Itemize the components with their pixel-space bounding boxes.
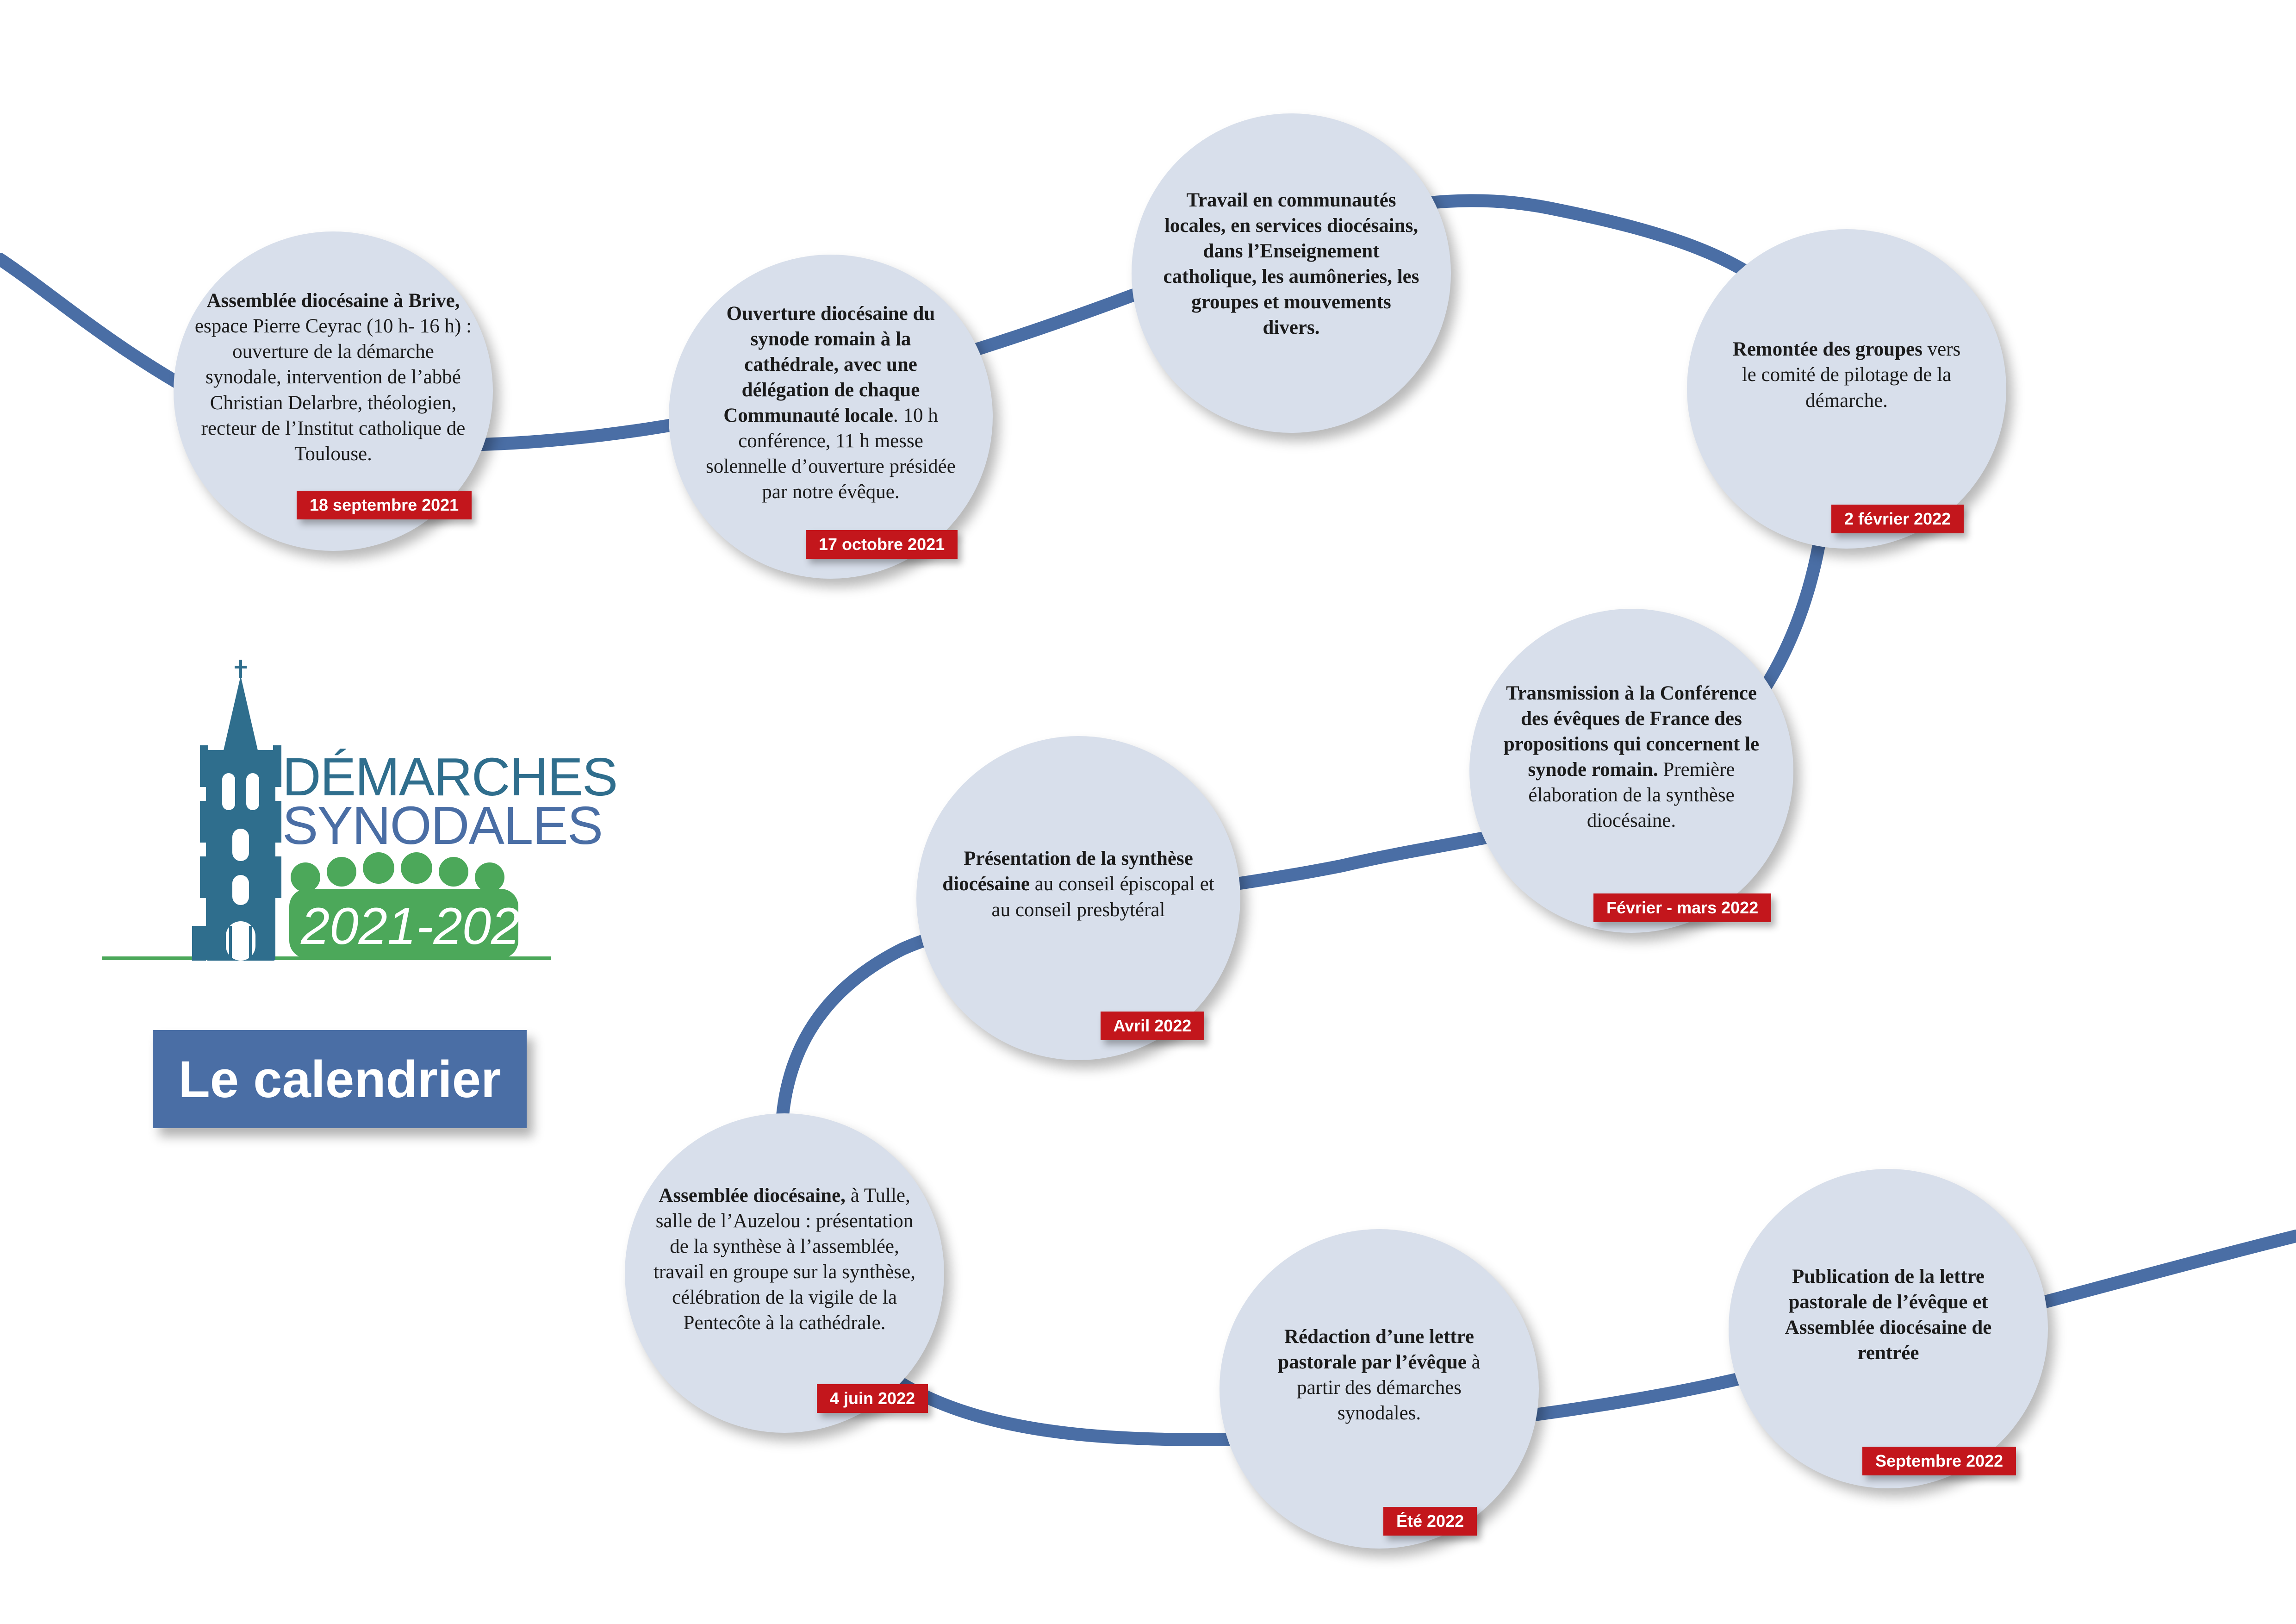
event-circle-9: Publication de la lettre pastorale de l’… xyxy=(1729,1169,2048,1488)
event-description-bold: Ouverture diocésaine du synode romain à … xyxy=(723,302,935,426)
event-description-bold: Présentation de la synthèse diocésaine xyxy=(942,848,1193,895)
event-description-bold: Remontée des groupes xyxy=(1732,338,1923,361)
logo-title-line2: SYNODALES xyxy=(282,795,603,856)
event-date-badge: 4 juin 2022 xyxy=(817,1384,928,1413)
event-description-text: à Tulle, salle de l’Auzelou : présentati… xyxy=(653,1184,915,1334)
event-description-text: à partir des démarches synodales. xyxy=(1297,1351,1481,1424)
event-circle-6: Présentation de la synthèse diocésaine a… xyxy=(916,736,1240,1060)
demarches-synodales-logo: DÉMARCHES SYNODALES 2021-2022 xyxy=(102,648,618,972)
event-description-bold: Transmission à la Conférence des évêques… xyxy=(1503,682,1760,781)
event-description-bold: Travail en communautés locales, en servi… xyxy=(1163,189,1419,339)
event-circle-4: Remontée des groupes vers le comité de p… xyxy=(1687,229,2006,549)
people-group-icon xyxy=(289,852,518,958)
event-description: Assemblée diocésaine, à Tulle, salle de … xyxy=(650,1183,919,1336)
event-description-text: vers le comité de pilotage de la démarch… xyxy=(1742,338,1961,412)
event-circle-8: Rédaction d’une lettre pastorale par l’é… xyxy=(1220,1229,1539,1549)
church-tower-icon xyxy=(102,660,551,961)
event-date-badge: Septembre 2022 xyxy=(1862,1447,2016,1475)
event-description: Présentation de la synthèse diocésaine a… xyxy=(940,846,1217,922)
event-circle-7: Assemblée diocésaine, à Tulle, salle de … xyxy=(625,1113,944,1433)
event-description-text: espace Pierre Ceyrac (10 h- 16 h) : ouve… xyxy=(194,315,472,465)
event-description-bold: Assemblée diocésaine, xyxy=(659,1184,846,1206)
event-description: Ouverture diocésaine du synode romain à … xyxy=(701,301,960,505)
event-description: Travail en communautés locales, en servi… xyxy=(1162,187,1421,340)
event-description: Remontée des groupes vers le comité de p… xyxy=(1724,337,1969,413)
calendar-label: Le calendrier xyxy=(153,1030,527,1128)
event-date-badge: 17 octobre 2021 xyxy=(806,530,958,559)
event-date-badge: 2 février 2022 xyxy=(1831,505,1964,533)
event-description-bold: Publication de la lettre pastorale de l’… xyxy=(1785,1265,1992,1364)
event-description: Assemblée diocésaine à Brive, espace Pie… xyxy=(194,288,472,466)
event-description-text: . 10 h conférence, 11 h messe solennelle… xyxy=(706,405,956,503)
event-description-text: Première élaboration de la synthèse dioc… xyxy=(1528,759,1735,832)
logo-years: 2021-2022 xyxy=(301,897,549,955)
event-date-badge: Été 2022 xyxy=(1383,1507,1477,1536)
event-description: Publication de la lettre pastorale de l’… xyxy=(1768,1264,2009,1366)
event-date-badge: Février - mars 2022 xyxy=(1593,893,1772,922)
event-date-badge: Avril 2022 xyxy=(1100,1012,1205,1040)
event-description-text: au conseil épiscopal et au conseil presb… xyxy=(991,873,1214,921)
event-description-bold: Rédaction d’une lettre pastorale par l’é… xyxy=(1278,1325,1475,1373)
event-date-badge: 18 septembre 2021 xyxy=(297,491,472,519)
event-circle-2: Ouverture diocésaine du synode romain à … xyxy=(669,255,993,579)
event-circle-3: Travail en communautés locales, en servi… xyxy=(1132,113,1451,433)
event-circle-5: Transmission à la Conférence des évêques… xyxy=(1469,609,1793,933)
logo-title-line1: DÉMARCHES xyxy=(282,747,618,807)
event-description-bold: Assemblée diocésaine à Brive, xyxy=(206,290,460,312)
event-description: Rédaction d’une lettre pastorale par l’é… xyxy=(1259,1324,1500,1426)
event-circle-1: Assemblée diocésaine à Brive, espace Pie… xyxy=(174,231,493,551)
event-description: Transmission à la Conférence des évêques… xyxy=(1497,681,1766,833)
